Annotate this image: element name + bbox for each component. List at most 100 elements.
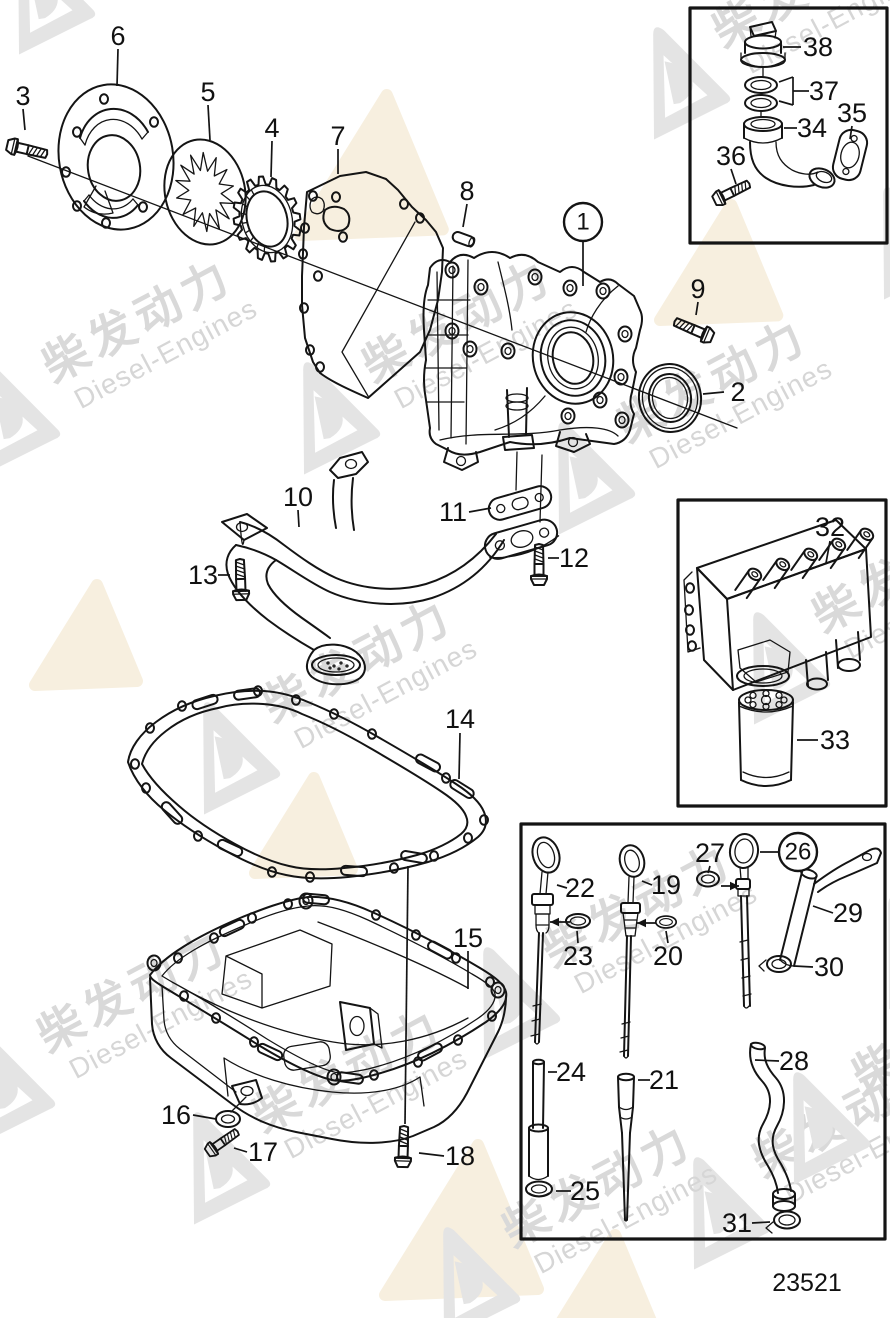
callout-10: 10 bbox=[283, 482, 313, 528]
brand-logo-watermark bbox=[0, 362, 61, 475]
callout-4: 4 bbox=[264, 113, 280, 178]
callout-number: 36 bbox=[716, 141, 746, 171]
part-29-upper-tube bbox=[779, 847, 882, 967]
brand-logo-d-watermark bbox=[29, 0, 58, 20]
brand-logo-watermark bbox=[443, 1227, 521, 1318]
brand-logo-watermark bbox=[303, 362, 381, 475]
part-4-gear bbox=[232, 175, 302, 263]
callout-8: 8 bbox=[459, 176, 475, 228]
callout-number: 10 bbox=[283, 482, 313, 512]
callout-24: 24 bbox=[548, 1057, 586, 1087]
callout-7: 7 bbox=[330, 121, 346, 174]
brand-logo-watermark bbox=[193, 1112, 271, 1225]
callout-15: 15 bbox=[453, 923, 483, 989]
inset-filler bbox=[688, 6, 889, 245]
part-35-flange-gasket bbox=[831, 128, 869, 182]
callout-number: 25 bbox=[570, 1176, 600, 1206]
callout-11: 11 bbox=[439, 497, 492, 527]
callout-number: 32 bbox=[815, 512, 845, 542]
part-15-oil-pan bbox=[146, 892, 508, 1144]
callout-number: 15 bbox=[453, 923, 483, 953]
callout-number: 3 bbox=[15, 81, 30, 111]
callout-number: 13 bbox=[188, 560, 218, 590]
callout-circle bbox=[562, 201, 604, 243]
callout-number: 23 bbox=[563, 941, 593, 971]
watermark-triangle bbox=[249, 772, 358, 879]
callout-6: 6 bbox=[110, 21, 126, 87]
part-34-filler-neck bbox=[743, 116, 836, 189]
callout-9: 9 bbox=[690, 274, 706, 316]
callout-19: 19 bbox=[641, 870, 681, 900]
inset-borders bbox=[519, 6, 889, 1241]
callout-21: 21 bbox=[638, 1065, 679, 1095]
callout-20: 20 bbox=[637, 918, 683, 971]
callout-number: 14 bbox=[445, 704, 475, 734]
figure-number: 23521 bbox=[772, 1269, 842, 1297]
brand-logo-watermark bbox=[203, 702, 281, 815]
callout-30: 30 bbox=[793, 952, 844, 982]
part-13-bolt bbox=[230, 557, 251, 602]
callout-number: 26 bbox=[785, 839, 812, 866]
callout-number: 2 bbox=[730, 377, 745, 407]
callout-26: 26 bbox=[760, 831, 819, 873]
part-25-seal bbox=[525, 1180, 553, 1198]
brand-logo-watermark bbox=[793, 1072, 871, 1185]
part-38-filler-cap bbox=[740, 21, 786, 77]
brand-logo-d-watermark bbox=[664, 61, 693, 105]
callout-number: 21 bbox=[649, 1065, 679, 1095]
part-28-lower-tube bbox=[749, 1041, 796, 1212]
brand-logo-d-watermark bbox=[704, 1191, 733, 1235]
callout-number: 34 bbox=[797, 113, 827, 143]
callout-number: 22 bbox=[565, 873, 595, 903]
callout-37: 37 bbox=[778, 76, 839, 106]
callout-number: 27 bbox=[695, 838, 725, 868]
inset-cooler bbox=[676, 498, 888, 808]
part-6-cover-plate bbox=[57, 83, 175, 231]
brand-logo-d-watermark bbox=[0, 1066, 18, 1110]
callout-17: 17 bbox=[233, 1137, 278, 1167]
callout-number: 35 bbox=[837, 98, 867, 128]
callout-27: 27 bbox=[695, 838, 739, 891]
part-5-drive-disc bbox=[163, 138, 247, 246]
part-26-dipstick bbox=[728, 833, 760, 1009]
brand-logo-d-watermark bbox=[569, 456, 598, 500]
callout-number: 30 bbox=[814, 952, 844, 982]
part-11-flange-gasket bbox=[483, 485, 560, 560]
callout-number: 7 bbox=[330, 121, 345, 151]
brand-logo-watermark bbox=[883, 187, 890, 300]
callout-18: 18 bbox=[404, 865, 475, 1171]
brand-logo-d-watermark bbox=[204, 1146, 233, 1190]
part-8-dowel-pin bbox=[451, 231, 476, 248]
callout-5: 5 bbox=[200, 77, 216, 141]
callout-number: 37 bbox=[809, 76, 839, 106]
callout-number: 9 bbox=[690, 274, 705, 304]
callout-number: 38 bbox=[803, 32, 833, 62]
callout-number: 20 bbox=[653, 941, 683, 971]
callout-3: 3 bbox=[15, 81, 31, 131]
brand-logo-watermark bbox=[653, 27, 731, 140]
callout-number: 17 bbox=[248, 1137, 278, 1167]
callout-number: 31 bbox=[722, 1208, 752, 1238]
callout-1: 1 bbox=[562, 201, 604, 286]
callout-number: 33 bbox=[820, 725, 850, 755]
part-24-dipstick-tube bbox=[528, 1058, 549, 1181]
part-33-oil-filter bbox=[738, 689, 794, 787]
part-31-clamp bbox=[765, 1210, 801, 1234]
inset-dipstick bbox=[519, 822, 887, 1241]
callout-23: 23 bbox=[550, 917, 593, 971]
callout-38: 38 bbox=[783, 32, 833, 62]
part-30-clamp bbox=[758, 955, 792, 973]
callout-number: 24 bbox=[556, 1057, 586, 1087]
brand-logo-d-watermark bbox=[0, 396, 23, 440]
part-16-sealing-washer bbox=[215, 1110, 241, 1128]
callout-number: 19 bbox=[651, 870, 681, 900]
part-19-dipstick bbox=[618, 844, 646, 1059]
callout-16: 16 bbox=[161, 1100, 217, 1130]
callout-22: 22 bbox=[556, 873, 595, 903]
